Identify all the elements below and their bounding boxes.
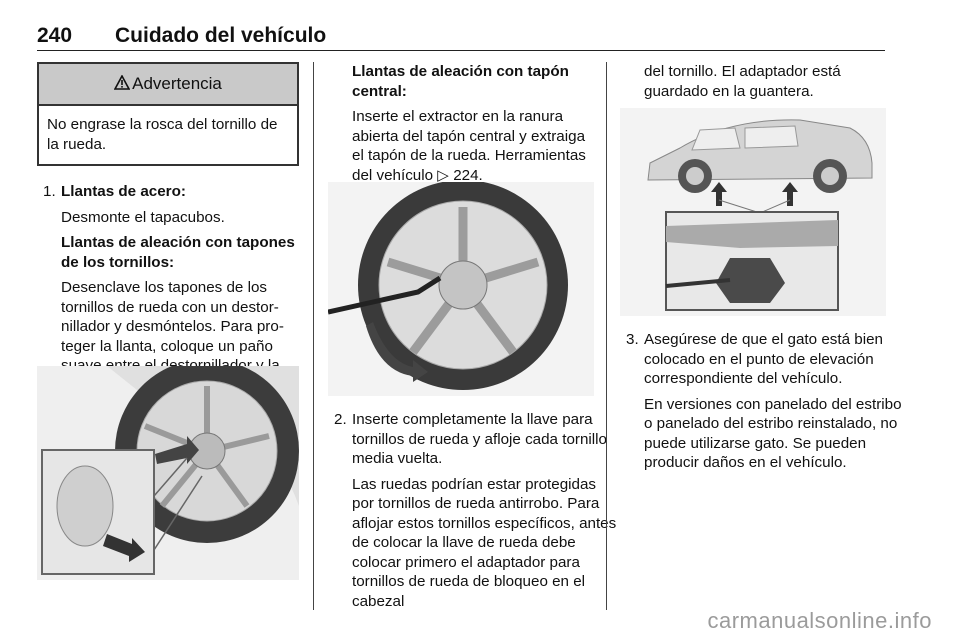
step-3-text: Asegúrese de que el gato está bien coloc… xyxy=(644,331,883,387)
page-number: 240 xyxy=(37,24,73,47)
column-3: del tornillo. El adaptador está guardado… xyxy=(620,62,902,471)
step-3-number: 3. xyxy=(626,331,639,348)
column-divider-2 xyxy=(606,62,607,610)
figure-wheel-cap-removal xyxy=(37,366,299,580)
step-1-title: Llantas de acero: xyxy=(61,183,186,200)
step-2: 2. Inserte completamente la llave para t… xyxy=(328,410,618,611)
figure-center-cap-removal xyxy=(328,182,594,396)
center-cap-illustration xyxy=(328,182,594,396)
warning-header: Advertencia xyxy=(39,64,297,106)
page-reference[interactable]: 224. xyxy=(453,166,483,184)
figure-jack-position xyxy=(620,108,886,316)
step-1: 1. Llantas de acero: Desmonte el tapacub… xyxy=(37,182,299,395)
column-1: Advertencia No engrase la rosca del torn… xyxy=(37,62,299,580)
step-2-number: 2. xyxy=(334,411,347,428)
center-cap-body: Inserte el extractor en la ranura abiert… xyxy=(352,108,586,184)
warning-triangle-icon xyxy=(113,74,131,90)
center-cap-title: Llantas de aleación con tapón central: xyxy=(352,63,569,100)
step-2-text: Inserte completamente la llave para torn… xyxy=(352,411,607,467)
jack-illustration xyxy=(620,108,886,316)
watermark: carmanualsonline.info xyxy=(707,608,932,633)
warning-title: Advertencia xyxy=(132,74,222,93)
step-1-number: 1. xyxy=(43,183,56,200)
wheel-cap-illustration xyxy=(37,366,299,580)
center-cap-text: Inserte el extractor en la ranura abiert… xyxy=(352,107,594,185)
page-header: 240 Cuidado del vehículo xyxy=(37,20,885,51)
page-reference-arrow-icon: ▷ xyxy=(437,166,449,184)
step-2-note: Las ruedas podrían estar protegi­das por… xyxy=(352,475,617,610)
section-title: Cuidado del vehículo xyxy=(115,24,327,47)
alloy-caps-title: Llantas de aleación con tapones de los t… xyxy=(61,234,295,271)
step-3: 3. Asegúrese de que el gato está bien co… xyxy=(620,330,912,473)
step-3-note: En versiones con panelado del estribo o … xyxy=(644,395,902,472)
warning-text: No engrase la rosca del tornillo de la r… xyxy=(47,116,278,153)
column-2: Llantas de aleación con tapón central: I… xyxy=(328,62,616,610)
column-divider-1 xyxy=(313,62,314,610)
warning-box: Advertencia No engrase la rosca del torn… xyxy=(37,62,299,166)
step-1-text: Desmonte el tapacubos. xyxy=(61,208,225,226)
adapter-continued-text: del tornillo. El adaptador está guardado… xyxy=(644,63,841,100)
